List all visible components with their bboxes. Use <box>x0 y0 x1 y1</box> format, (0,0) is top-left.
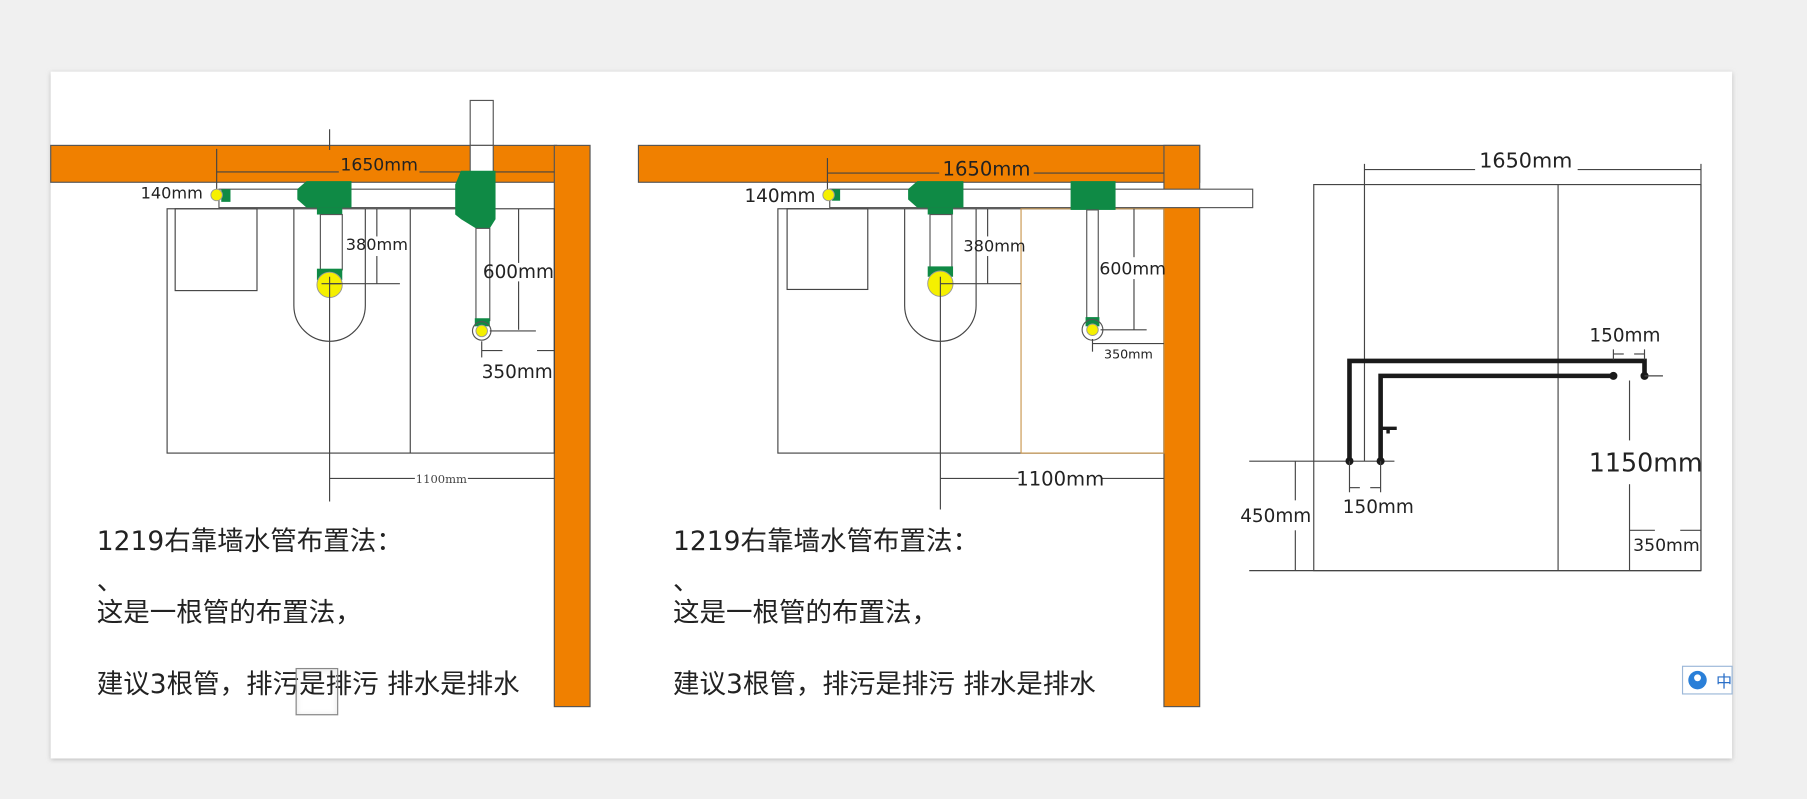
supply-pipe <box>829 188 1254 209</box>
ime-label: 中 <box>1716 672 1732 691</box>
dim-600: 600mm <box>1099 259 1166 279</box>
dim-150-bottom: 150mm <box>1343 497 1414 518</box>
hot-water-pipe <box>1347 358 1647 462</box>
dim-450: 450mm <box>1240 506 1311 527</box>
caption-line-2: 建议3根管，排污是排污 排水是排水 <box>97 669 520 700</box>
faucet-icon <box>1380 426 1397 434</box>
dim-1650: 1650mm <box>1479 148 1572 172</box>
dim-380: 380mm <box>963 236 1025 255</box>
cross-fitting <box>455 170 496 229</box>
dim-350: 350mm <box>482 362 553 383</box>
dim-150-top: 150mm <box>1589 325 1660 346</box>
right-wall <box>553 144 591 708</box>
basin <box>786 208 869 291</box>
dim-350: 350mm <box>1104 347 1153 362</box>
dim-350: 350mm <box>1633 536 1700 556</box>
panel-2-plan: 1650mm 140mm 380mm 600mm 350mm 1100mm 12… <box>637 144 1254 708</box>
tee-fitting-2 <box>1070 181 1116 210</box>
dim-1650: 1650mm <box>340 156 418 176</box>
dim-1100: 1100mm <box>1016 467 1104 490</box>
dim-1100: 1100mm <box>416 472 467 486</box>
tee-fitting <box>297 181 352 208</box>
dim-140: 140mm <box>744 186 815 207</box>
dim-1150: 1150mm <box>1589 448 1703 478</box>
caption-title: 1219右靠墙水管布置法： <box>97 526 403 557</box>
dim-140: 140mm <box>141 183 203 202</box>
basin <box>174 208 258 292</box>
panel-1-plan: 1650mm 140mm 380mm 600mm 350mm 1100mm 12… <box>50 99 591 716</box>
caption-mark: 、 <box>97 566 124 597</box>
caption-line-1: 这是一根管的布置法， <box>673 597 938 628</box>
caption-title: 1219右靠墙水管布置法： <box>673 526 979 557</box>
inlet-point <box>210 188 223 202</box>
dim-380: 380mm <box>346 235 408 254</box>
cold-water-pipe <box>1378 373 1614 462</box>
top-wall <box>637 144 1201 183</box>
selection-box <box>295 668 339 716</box>
cabinet <box>166 208 555 454</box>
tee-fitting <box>908 181 964 208</box>
caption-mark: 、 <box>673 566 699 597</box>
panel-3-elevation: 1650mm 150mm 150mm 450mm 1150mm 350mm <box>1240 148 1703 572</box>
caption-line-2: 建议3根管，排污是排污 排水是排水 <box>673 669 1096 700</box>
dim-600: 600mm <box>483 262 554 283</box>
right-wall <box>1163 144 1201 708</box>
input-method-widget[interactable]: 中 <box>1681 665 1733 695</box>
caption-line-1: 这是一根管的布置法， <box>97 597 362 628</box>
dim-1650: 1650mm <box>942 157 1030 180</box>
